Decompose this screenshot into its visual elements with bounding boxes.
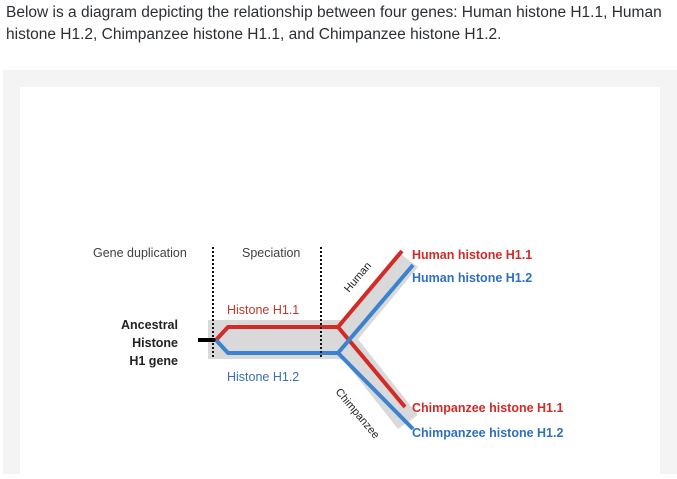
h11-human-line [336,249,404,329]
h12-chimp-line [336,351,415,431]
chimp-h12-label: Chimpanzee histone H1.2 [412,426,563,440]
gene-tree-figure: Gene duplication Speciation Ancestral Hi… [20,87,660,474]
band-chimpanzee [330,329,418,429]
question-intro: Below is a diagram depicting the relatio… [6,4,662,43]
diagram-panel: Gene duplication Speciation Ancestral Hi… [3,70,677,474]
h12-human-line [336,263,415,355]
h12-trunk-line [214,338,338,355]
h11-trunk-line [214,325,338,342]
species-bands [208,252,418,429]
ancestral-label-line3: H1 gene [129,354,178,368]
histone-h11-label: Histone H1.1 [227,303,299,317]
chimp-h11-label: Chimpanzee histone H1.1 [412,401,563,415]
gene-duplication-label: Gene duplication [93,246,187,260]
human-h12-label: Human histone H1.2 [412,271,532,285]
band-human [330,252,418,349]
gene-tree-diagram: Gene duplication Speciation Ancestral Hi… [93,246,563,441]
band-trunk [208,320,345,359]
ancestral-label-line2: Histone [132,336,178,350]
speciation-label: Speciation [242,246,300,260]
ancestral-label-line1: Ancestral [121,318,178,332]
histone-h12-label: Histone H1.2 [227,370,299,384]
human-h11-label: Human histone H1.1 [412,248,532,262]
